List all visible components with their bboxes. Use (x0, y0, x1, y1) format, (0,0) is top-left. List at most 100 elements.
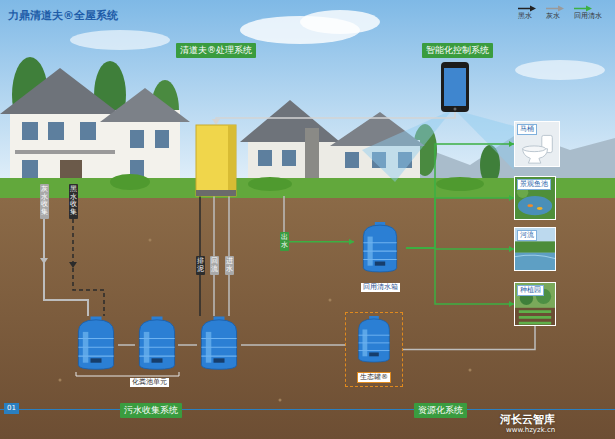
picture-tag: 景观鱼池 (517, 179, 551, 190)
signal-beam (455, 110, 514, 170)
vertical-tag-text: 排泥 (197, 258, 204, 273)
node-text: 污水收集系统 (124, 405, 178, 416)
legend-sample (518, 5, 536, 12)
pipe (283, 196, 285, 232)
toilet-icon (515, 122, 559, 166)
pipe-tag: 排泥 (196, 256, 205, 275)
picture-tag: 河流 (517, 230, 537, 241)
node-text: 清道夫®处理系统 (180, 45, 252, 56)
pipe (44, 198, 88, 316)
pond-photo (527, 204, 533, 207)
connector-line (406, 198, 514, 248)
vertical-tag-text: 黑水收集 (70, 186, 77, 217)
eco-tank-frame: 生态罐® (345, 312, 403, 387)
tank-icon (354, 316, 394, 364)
signal-beam (362, 110, 452, 182)
treatment-unit (228, 125, 236, 196)
river-photo (515, 241, 555, 252)
river-photo (515, 253, 555, 270)
legend-sample-head (558, 6, 564, 12)
tank-icon (363, 222, 396, 272)
house (48, 122, 64, 140)
septic-tank (78, 317, 236, 370)
treatment-unit (196, 125, 236, 196)
bottom-rule (0, 409, 615, 410)
sky (0, 0, 615, 200)
connector (289, 239, 354, 245)
house (258, 150, 272, 166)
tank-label: 生态罐® (357, 372, 391, 383)
connector (403, 326, 535, 350)
house (305, 128, 319, 178)
watermark-url: www.hzyzk.cn (506, 426, 555, 434)
picture-tag: 马桶 (517, 124, 537, 135)
phone (444, 68, 466, 106)
photo-box: 河流 (514, 227, 556, 271)
soil (149, 239, 152, 242)
grass (248, 177, 292, 191)
vertical-tag-text: 回流 (211, 258, 218, 273)
legend-sample-line (518, 8, 531, 10)
soil (0, 198, 615, 439)
control-line (216, 112, 455, 120)
legend-item: 回用清水 (574, 5, 602, 21)
pipe-tag: 出水 (280, 232, 289, 251)
legend-sample-head (586, 6, 592, 12)
treatment-unit (196, 190, 236, 196)
bottom-rule (0, 409, 615, 410)
legend-text: 黑水 (518, 12, 532, 21)
pipe-tag: 回流 (210, 256, 219, 275)
pipe-arrow (69, 262, 77, 268)
sky (70, 30, 170, 50)
connector (406, 246, 514, 252)
system-label: 清道夫®处理系统 (176, 43, 256, 58)
soil (329, 299, 332, 302)
legend-item: 灰水 (546, 5, 564, 21)
bracket (76, 372, 179, 376)
pond-photo (537, 207, 543, 210)
legend-sample-line (574, 8, 587, 10)
house (100, 88, 190, 122)
garden-photo (519, 312, 551, 323)
house (15, 150, 115, 154)
photo-box: 种植园 (514, 282, 556, 326)
photo-box: 景观鱼池 (514, 176, 556, 220)
control-line (212, 119, 220, 125)
vertical-tag-text: 进水 (226, 258, 233, 273)
signal-beam (362, 110, 514, 182)
vertical-tag-text: 灰水收集 (41, 186, 48, 217)
section-label: 资源化系统 (414, 403, 467, 418)
legend-sample-line (546, 8, 559, 10)
soil (279, 399, 282, 402)
house (282, 150, 296, 166)
garden-photo (515, 283, 555, 325)
connector (406, 141, 514, 248)
tank-icon (358, 222, 402, 274)
house (22, 122, 38, 140)
phone (441, 62, 469, 112)
node-text: 资源化系统 (418, 405, 463, 416)
toilet-icon (523, 146, 546, 152)
phone (454, 108, 457, 111)
watermark: 河长云智库 (500, 412, 555, 427)
legend-text: 回用清水 (574, 12, 602, 21)
septic-tank (201, 317, 236, 370)
tank-icon (359, 316, 390, 362)
diagram-title: 力鼎清道夫®全屋系统 (8, 8, 118, 23)
connector-line (403, 326, 535, 350)
septic-tank (78, 317, 113, 370)
unit-caption: 化粪池单元 (130, 378, 169, 387)
sky (515, 60, 605, 80)
treatment-unit (196, 125, 236, 196)
connector-line (289, 241, 354, 243)
house (240, 100, 340, 142)
septic-tank (139, 317, 174, 370)
phone (441, 62, 469, 112)
grass (436, 177, 484, 191)
legend-sample (546, 5, 564, 12)
bracket (76, 372, 179, 376)
pipe-tag: 灰水收集 (40, 184, 49, 219)
legend-sample (574, 5, 592, 12)
pond-photo (515, 177, 555, 219)
